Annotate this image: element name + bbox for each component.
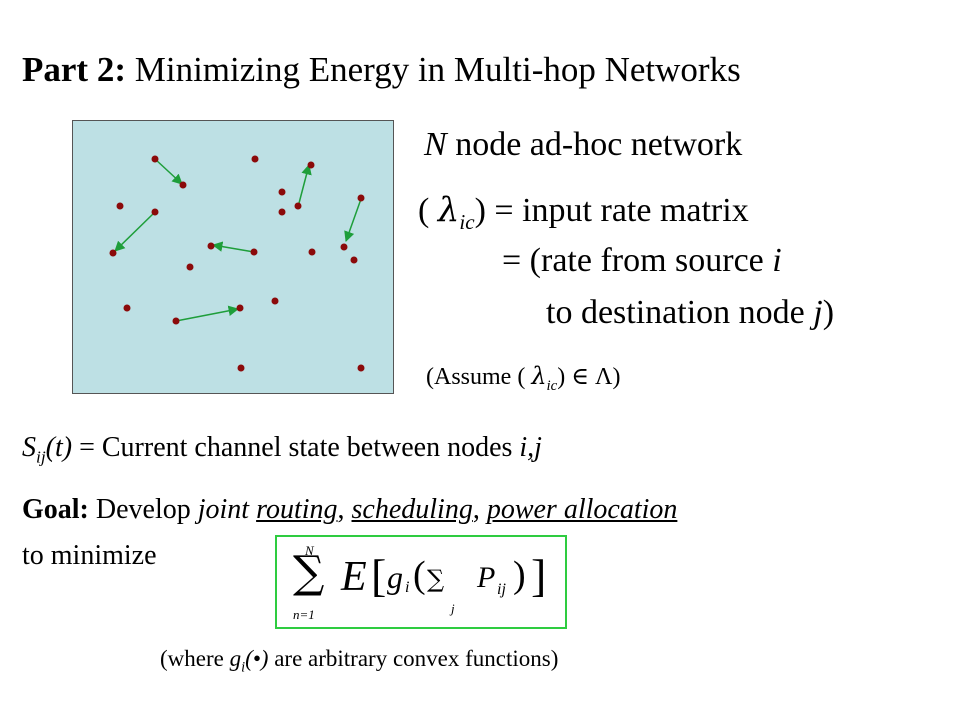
bracket-left: [	[371, 550, 387, 601]
node	[357, 194, 365, 202]
node	[151, 208, 159, 216]
sum-symbol: ∑	[293, 547, 325, 598]
paren: )	[822, 294, 835, 331]
node	[340, 243, 348, 251]
comma: ,	[472, 494, 487, 525]
formula-box: N ∑ n=1 E [ g i ( ∑ j P ij ) ]	[275, 535, 567, 629]
var-j: j	[813, 294, 823, 331]
rate-eq-text: = (rate from source	[502, 242, 773, 279]
sub-ic: ic	[459, 209, 475, 234]
minimize-line: to minimize	[22, 540, 157, 572]
node	[151, 155, 159, 163]
goal-joint: joint	[197, 494, 250, 525]
goal-routing: routing	[256, 494, 338, 525]
node	[116, 202, 124, 210]
comma: ,	[337, 494, 352, 525]
assume-set: ) ∈ Λ)	[557, 364, 621, 390]
var-ij: i,j	[519, 432, 542, 463]
g-sub: i	[405, 579, 410, 596]
nodes	[109, 155, 365, 372]
sub-ic: ic	[546, 377, 558, 394]
link-arrow	[114, 211, 156, 252]
bracket-right: ]	[531, 550, 547, 601]
node	[236, 304, 244, 312]
rate-eq-line: = (rate from source i	[502, 242, 782, 280]
minimize-text: to minimize	[22, 540, 157, 571]
paren-left: (	[413, 554, 426, 596]
var-i: i	[772, 242, 782, 279]
destination-line: to destination node j)	[546, 294, 834, 332]
network-label: N node ad-hoc network	[424, 126, 742, 164]
node	[357, 364, 365, 372]
dest-text: to destination node	[546, 294, 814, 331]
paren-right: )	[513, 554, 526, 596]
slide-title: Part 2: Minimizing Energy in Multi-hop N…	[22, 50, 741, 90]
var-s: S	[22, 432, 36, 463]
node	[207, 242, 215, 250]
goal-scheduling: scheduling	[351, 494, 473, 525]
node	[172, 317, 180, 325]
node	[250, 248, 258, 256]
node	[278, 208, 286, 216]
lambda-symbol: λ	[531, 362, 547, 390]
node	[186, 263, 194, 271]
node	[251, 155, 259, 163]
sum-lower: n=1	[293, 607, 315, 622]
network-diagram	[72, 120, 394, 394]
node	[308, 248, 316, 256]
goal-line: Goal: Develop joint routing, scheduling,…	[22, 494, 677, 526]
title-bold: Part 2:	[22, 50, 126, 89]
where-line: (where gi(•) are arbitrary convex functi…	[160, 646, 558, 677]
rate-def: ) = input rate matrix	[474, 192, 749, 229]
var-g: g	[229, 646, 242, 671]
assume-line: (Assume ( λic) ∈ Λ)	[426, 362, 620, 395]
link-arrow	[297, 163, 312, 208]
goal-power: power allocation	[486, 494, 678, 525]
inner-sum-lower: j	[451, 601, 455, 616]
network-svg	[109, 155, 365, 372]
lambda-symbol: λ	[437, 190, 460, 230]
node	[307, 161, 315, 169]
sub-ij: ij	[36, 447, 46, 467]
assume-text: (Assume (	[426, 364, 526, 390]
links	[114, 158, 362, 322]
node	[237, 364, 245, 372]
channel-state-line: Sij(t) = Current channel state between n…	[22, 432, 542, 468]
power-p: P	[477, 561, 496, 594]
link-arrow	[175, 305, 240, 322]
link-arrow	[344, 198, 362, 242]
node	[179, 181, 187, 189]
g-func: g	[387, 559, 403, 595]
goal-text: Develop	[88, 494, 198, 525]
node	[123, 304, 131, 312]
node	[271, 297, 279, 305]
bullet-arg: (•)	[245, 646, 269, 671]
node	[278, 188, 286, 196]
title-text: Minimizing Energy in Multi-hop Networks	[125, 50, 741, 89]
power-sub: ij	[497, 581, 506, 598]
where-text: (where	[160, 646, 230, 671]
link-arrow	[211, 241, 255, 253]
node	[350, 256, 358, 264]
sum-upper: N	[305, 543, 314, 558]
inner-sum: ∑	[427, 565, 445, 593]
link-arrow	[154, 158, 183, 185]
network-label-text: node ad-hoc network	[446, 126, 743, 163]
paren: (	[418, 192, 430, 229]
goal-bold: Goal:	[22, 494, 89, 525]
sub-i: i	[241, 659, 246, 676]
node	[109, 249, 117, 257]
rate-matrix-line: ( λic) = input rate matrix	[418, 190, 749, 235]
where-rest: are arbitrary convex functions)	[268, 646, 559, 671]
var-n: N	[424, 126, 447, 163]
channel-text: = Current channel state between nodes	[72, 432, 520, 463]
expect-e: E	[341, 554, 367, 600]
node	[294, 202, 302, 210]
var-t: (t)	[45, 432, 73, 463]
